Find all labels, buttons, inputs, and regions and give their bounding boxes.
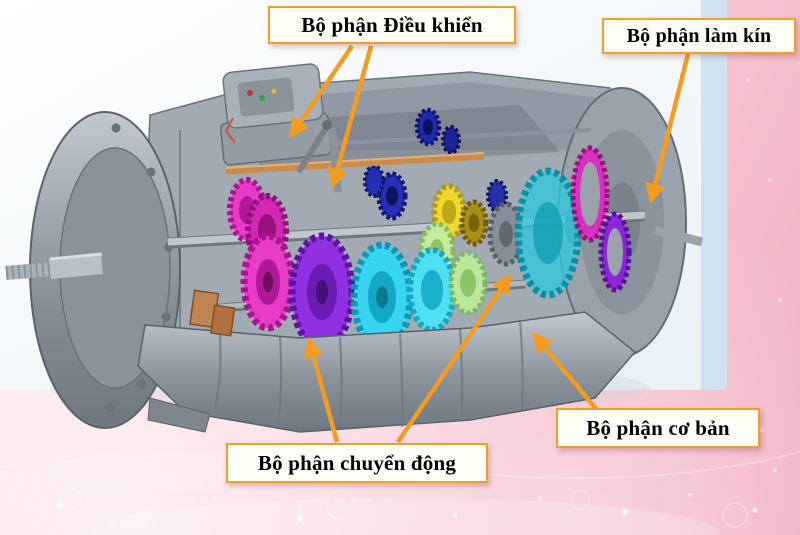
copper-blocks <box>189 289 236 337</box>
arrow-seal <box>645 53 691 204</box>
gear-magenta-ring-right <box>570 145 610 243</box>
arrow-base <box>532 331 599 412</box>
gear-purple-ring-right <box>598 211 632 293</box>
gear-purple-big <box>288 232 356 352</box>
control-unit <box>219 63 342 193</box>
gear-blue-mid-2 <box>363 164 385 198</box>
indicator-red <box>247 90 253 96</box>
input-shaft <box>5 252 103 280</box>
label-base-component: Bộ phận cơ bản <box>556 408 760 448</box>
gear-cyan-2 <box>407 247 457 333</box>
wire <box>224 117 236 144</box>
label-motion-component: Bộ phận chuyển động <box>226 443 488 483</box>
selector-rod-copper <box>225 152 485 175</box>
arrow-control-2 <box>327 45 374 189</box>
housing-bottom <box>137 311 637 433</box>
gear-train-lower <box>240 145 632 353</box>
arrow-motion-1 <box>303 337 340 443</box>
gear-magenta-big <box>240 232 296 332</box>
indicator-yellow <box>271 88 277 94</box>
callout-arrows <box>289 44 691 444</box>
arrow-motion-2 <box>396 273 512 444</box>
gear-olive <box>459 199 489 247</box>
indicator-green <box>259 95 265 101</box>
gear-dark-blue-top-1 <box>414 107 442 147</box>
gear-blue-mid <box>376 171 408 221</box>
shift-lever <box>297 125 329 173</box>
gear-train-upper <box>227 107 525 281</box>
gear-dark-blue-top-2 <box>441 125 461 155</box>
gear-teal-big <box>514 167 582 299</box>
label-seal-component: Bộ phận làm kín <box>602 18 796 54</box>
arrow-control-1 <box>289 44 354 139</box>
gear-pale-green-lower <box>448 250 488 316</box>
label-control-component: Bộ phận Điều khiển <box>268 6 516 44</box>
